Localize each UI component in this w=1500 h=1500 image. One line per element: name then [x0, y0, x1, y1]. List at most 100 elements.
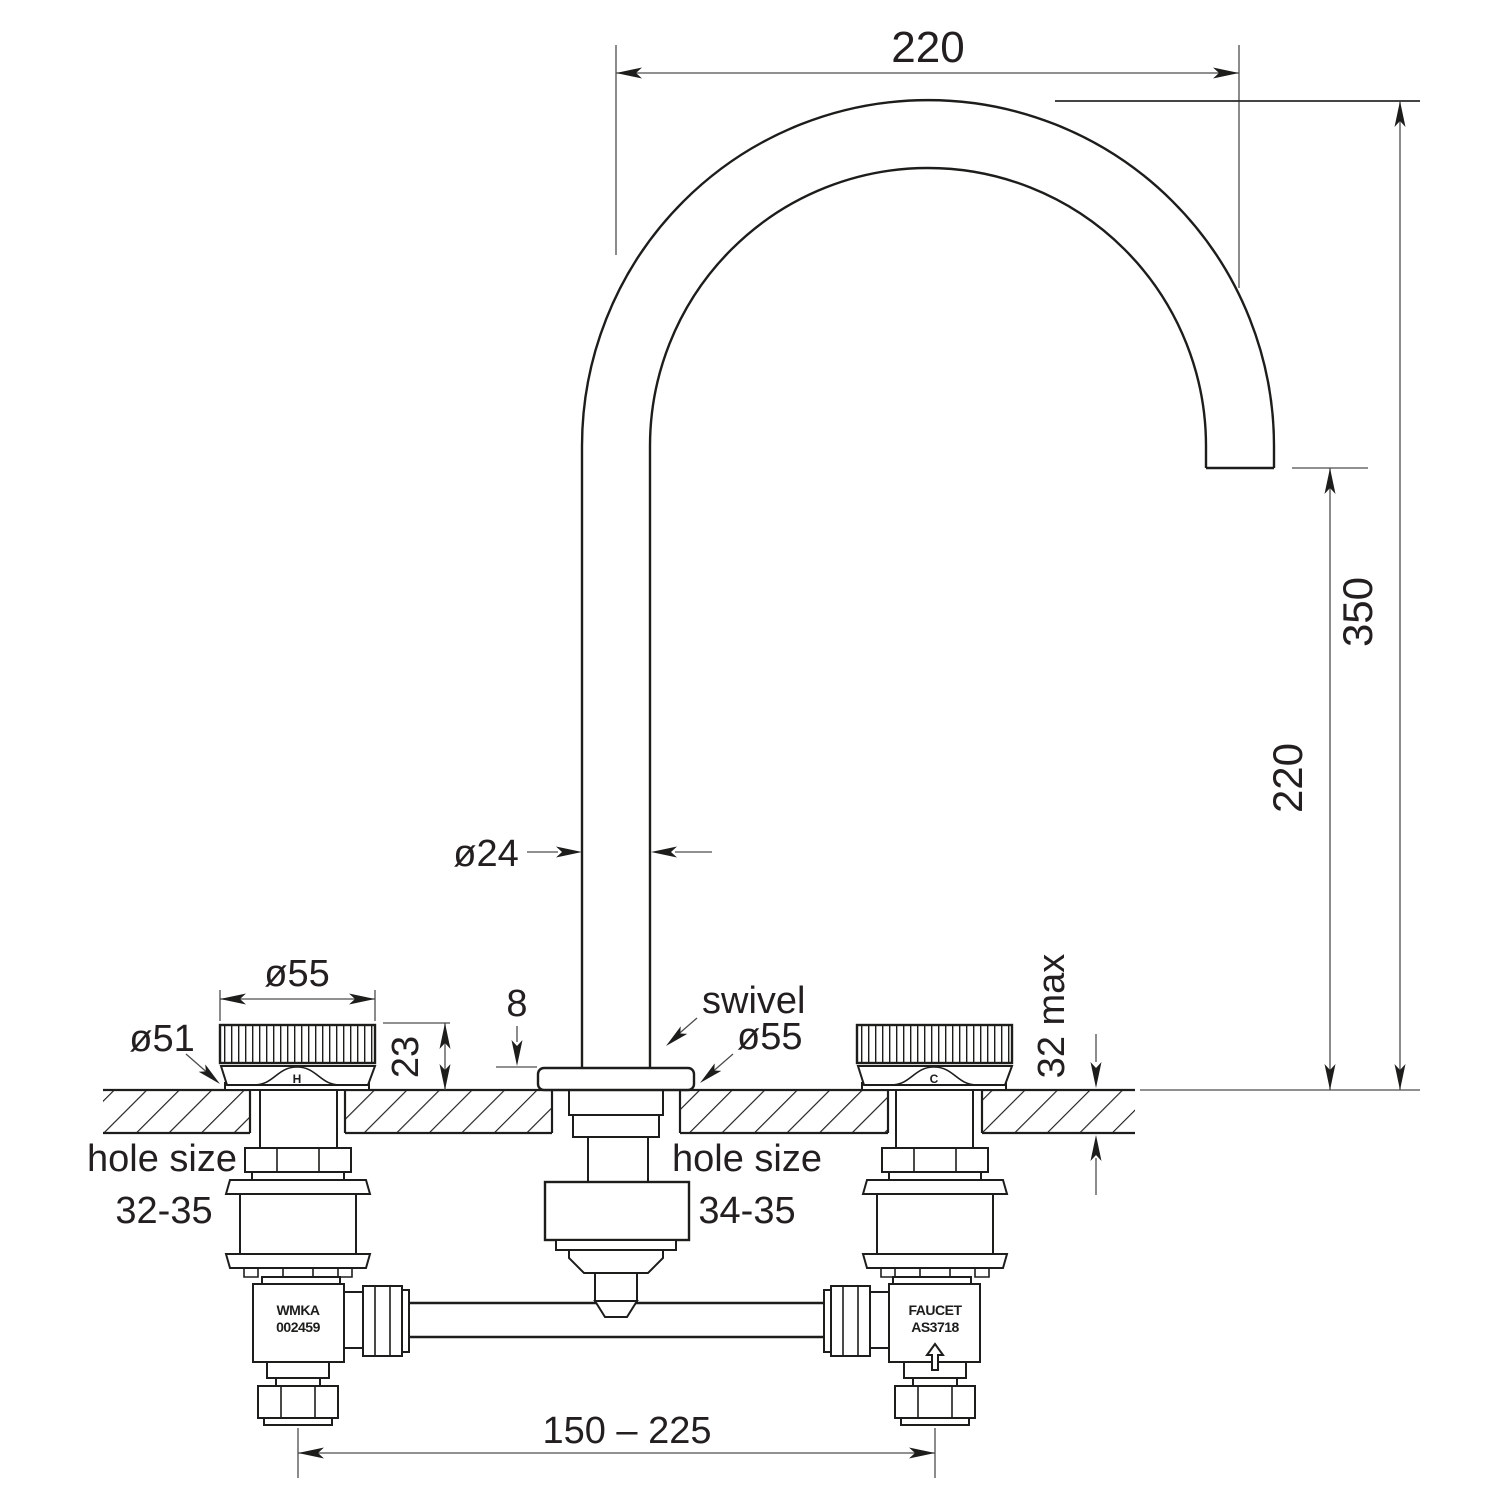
arrowhead-icon: [616, 67, 642, 79]
spout-mounting-taper: [568, 1249, 664, 1274]
cold-nut-ring: [823, 1289, 832, 1353]
arrowhead-icon: [556, 846, 582, 858]
spout-shank-upper: [568, 1089, 664, 1116]
dim-outlet-height: 220: [1140, 467, 1420, 1091]
dim-value: ø24: [453, 833, 518, 875]
dim-flange-thickness: 8: [496, 983, 537, 1068]
spout-outer-arc: [580, 98, 1276, 447]
spout-shank-tube: [587, 1136, 649, 1183]
dim-spout-reach: 220: [615, 23, 1240, 288]
hot-nut-ring: [401, 1289, 410, 1353]
arrowhead-icon: [700, 1063, 722, 1083]
spout-mounting: [543, 1089, 691, 1318]
spout-tube-walls: [580, 446, 652, 1068]
hot-valve-tabs: [243, 1267, 353, 1278]
dim-handle-height: 23: [383, 1022, 451, 1090]
benchtop-section: [103, 1088, 1135, 1135]
cold-body-top: [892, 1276, 972, 1285]
hot-spool-waist: [239, 1193, 357, 1255]
hot-valve-collar: [251, 1171, 345, 1181]
label-line1: hole size: [87, 1138, 237, 1180]
arrowhead-icon: [1324, 1064, 1336, 1090]
dim-extension-lines: [219, 990, 376, 1021]
label-line2: 34-35: [698, 1190, 795, 1232]
hot-inlet-nut: [257, 1385, 339, 1419]
arrowhead-icon: [1090, 1135, 1102, 1161]
cold-indicator-letter: C: [930, 1072, 939, 1086]
dim-handle-dia: ø55: [219, 953, 376, 1021]
dim-value: 220: [1264, 743, 1311, 813]
hot-inlet-ring: [263, 1417, 333, 1426]
spout-mounting-ring: [555, 1239, 677, 1251]
hot-handle-dome: [253, 1066, 341, 1086]
bench-hole-edges: [248, 1090, 984, 1133]
cold-inlet-nut-facets: [917, 1386, 953, 1418]
label-line1: hole size: [672, 1138, 822, 1180]
hot-handle: H: [218, 1023, 377, 1091]
cold-inlet-stem: [912, 1377, 958, 1387]
dim-handle-base-dia: ø51: [129, 1018, 220, 1084]
gooseneck-spout: [536, 98, 1276, 1092]
arrowhead-icon: [1213, 67, 1239, 79]
dim-value: 23: [385, 1036, 427, 1078]
label-text: swivel: [702, 980, 805, 1022]
hot-indicator-letter: H: [293, 1072, 302, 1086]
arrowhead-icon: [439, 1064, 451, 1090]
cold-spool-top-flange: [861, 1179, 1009, 1195]
label-line2: 32-35: [115, 1190, 212, 1232]
hot-spool-bottom-flange: [224, 1253, 372, 1269]
arrowhead-icon: [651, 846, 677, 858]
hot-outlet-neck: [343, 1291, 364, 1349]
arrowhead-icon: [666, 1026, 688, 1046]
dim-value: 350: [1334, 577, 1381, 647]
arrowhead-icon: [1090, 1062, 1102, 1088]
cold-valve-tabs: [880, 1267, 990, 1278]
label-swivel: swivel: [666, 980, 805, 1046]
arrowhead-icon: [909, 1447, 935, 1459]
arrowhead-icon: [198, 1064, 220, 1084]
cold-spool-waist: [876, 1193, 994, 1255]
spout-inner-arc: [648, 166, 1208, 447]
arrowhead-icon: [1394, 1064, 1406, 1090]
spout-mounting-nut: [543, 1180, 691, 1242]
dim-overall-height: 350: [1055, 100, 1420, 1090]
hot-body-top: [261, 1276, 341, 1285]
hot-body-lower: [266, 1361, 330, 1379]
cold-valve-stem: [895, 1089, 974, 1149]
dim-bench-thickness: 32 max: [1031, 954, 1102, 1195]
dim-spout-tube-dia: ø24: [453, 833, 712, 875]
cold-handle-dome: [890, 1066, 978, 1086]
hot-compression-nut: [362, 1285, 403, 1357]
hot-spool-top-flange: [224, 1179, 372, 1195]
hot-valve-stem: [259, 1089, 338, 1149]
cold-compression-nut: [830, 1285, 871, 1357]
hot-inlet-nut-facets: [280, 1386, 316, 1418]
bench-hatch-segment: [680, 1090, 888, 1133]
arrowhead-icon: [220, 993, 246, 1005]
hot-valve-hex-nut: [244, 1147, 352, 1173]
cold-handle-knurl: [855, 1023, 1014, 1065]
hot-handle-knurl: [218, 1023, 377, 1065]
cold-spool-bottom-flange: [861, 1253, 1009, 1269]
hot-valve: WMKA 002459: [224, 1089, 410, 1426]
dim-value: ø55: [737, 1016, 802, 1058]
cold-handle-skirt: [856, 1065, 1014, 1086]
arrowhead-icon: [298, 1447, 324, 1459]
cold-hex-facets: [913, 1148, 957, 1172]
flow-direction-arrow-icon: [925, 1342, 945, 1371]
cold-nut-facets: [842, 1286, 859, 1356]
cold-inlet-ring: [900, 1417, 970, 1426]
spout-inlet-tip-chamfer: [593, 1300, 639, 1318]
hot-hex-facets: [276, 1148, 320, 1172]
dim-extension-lines: [615, 45, 1240, 288]
cold-valve-collar: [888, 1171, 982, 1181]
dim-value: ø55: [264, 953, 329, 995]
cold-valve: FAUCET AS3718: [823, 1089, 1009, 1426]
cold-valve-hex-nut: [881, 1147, 989, 1173]
arrowhead-icon: [1394, 101, 1406, 127]
spout-inlet-tip: [594, 1272, 638, 1302]
hot-valve-marking-line2: 002459: [276, 1319, 320, 1335]
dim-value: 220: [891, 23, 964, 72]
